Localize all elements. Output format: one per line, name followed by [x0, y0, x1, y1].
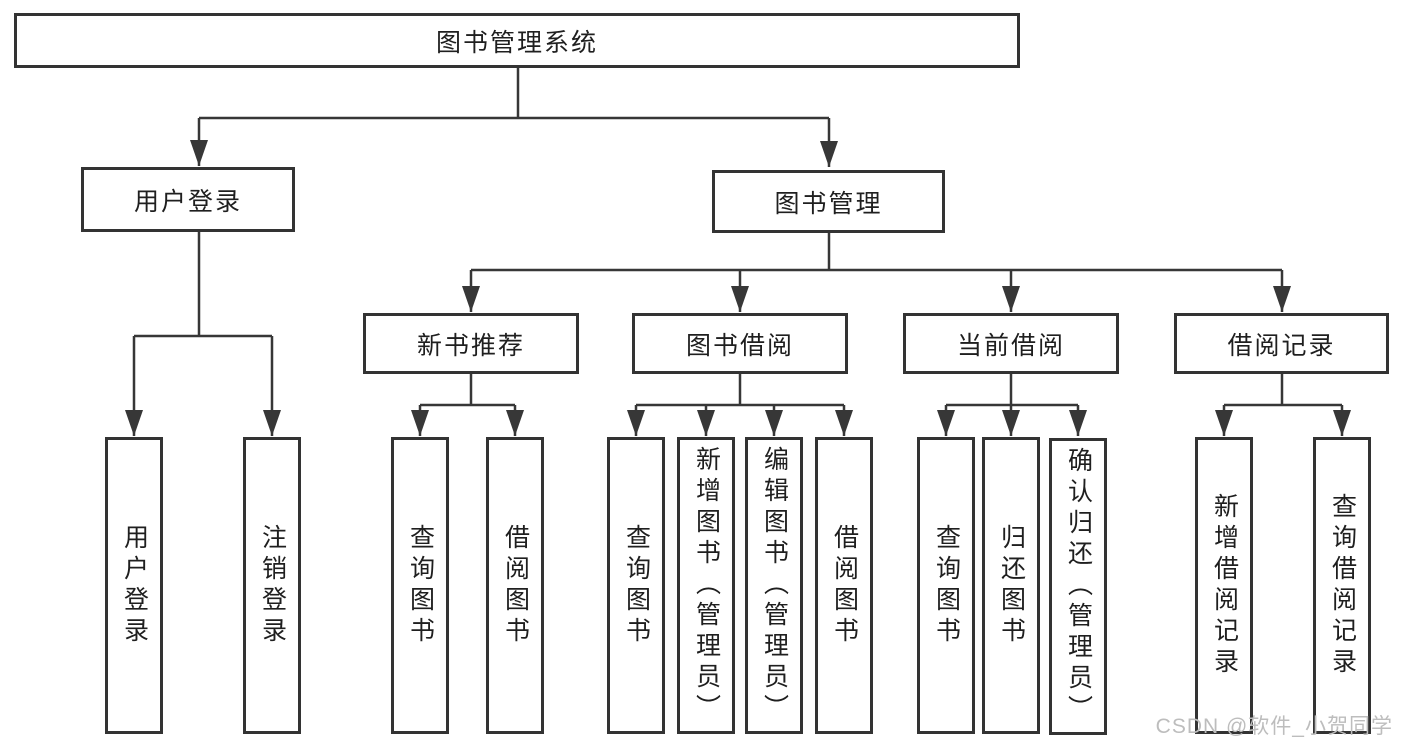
node-label: 编辑图书（管理员）	[760, 446, 789, 725]
leaf-confirm-return-admin: 确认归还（管理员）	[1049, 438, 1107, 735]
node-label: 借阅图书	[501, 523, 530, 648]
leaf-return-books: 归还图书	[982, 437, 1040, 734]
node-library-system: 图书管理系统	[14, 13, 1020, 68]
leaf-query-books-borrow: 查询图书	[607, 437, 665, 734]
leaf-add-books-admin: 新增图书（管理员）	[677, 437, 735, 734]
leaf-query-books-current: 查询图书	[917, 437, 975, 734]
leaf-query-books-recommend: 查询图书	[391, 437, 449, 734]
node-label: 确认归还（管理员）	[1064, 447, 1093, 726]
leaf-add-borrow-record: 新增借阅记录	[1195, 437, 1253, 734]
node-label: 新增图书（管理员）	[692, 446, 721, 725]
node-label: 新增借阅记录	[1210, 492, 1239, 679]
csdn-watermark: CSDN @软件_小贺同学	[1155, 715, 1393, 738]
node-current-borrowing: 当前借阅	[903, 313, 1119, 374]
node-label: 用户登录	[133, 187, 242, 216]
node-label: 查询图书	[932, 523, 961, 648]
node-label: 当前借阅	[956, 331, 1065, 360]
node-label: 图书管理	[774, 189, 883, 218]
node-label: 图书管理系统	[435, 28, 598, 57]
node-new-book-recommend: 新书推荐	[363, 313, 579, 374]
node-label: 借阅图书	[830, 523, 859, 648]
leaf-borrow-books: 借阅图书	[815, 437, 873, 734]
node-label: 图书借阅	[685, 331, 794, 360]
leaf-borrow-books-recommend: 借阅图书	[486, 437, 544, 734]
node-book-borrowing: 图书借阅	[632, 313, 848, 374]
node-label: 查询图书	[406, 523, 435, 648]
leaf-query-borrow-record: 查询借阅记录	[1313, 437, 1371, 734]
node-book-management: 图书管理	[712, 170, 945, 233]
node-label: 归还图书	[997, 523, 1026, 648]
leaf-user-login: 用户登录	[105, 437, 163, 734]
node-user-login: 用户登录	[81, 167, 295, 232]
node-label: 查询借阅记录	[1328, 492, 1357, 679]
node-label: 借阅记录	[1227, 331, 1336, 360]
node-label: 新书推荐	[416, 331, 525, 360]
node-label: 查询图书	[622, 523, 651, 648]
leaf-logout: 注销登录	[243, 437, 301, 734]
leaf-edit-books-admin: 编辑图书（管理员）	[745, 437, 803, 734]
node-borrowing-records: 借阅记录	[1174, 313, 1389, 374]
node-label: 注销登录	[258, 523, 287, 648]
node-label: 用户登录	[120, 523, 149, 648]
